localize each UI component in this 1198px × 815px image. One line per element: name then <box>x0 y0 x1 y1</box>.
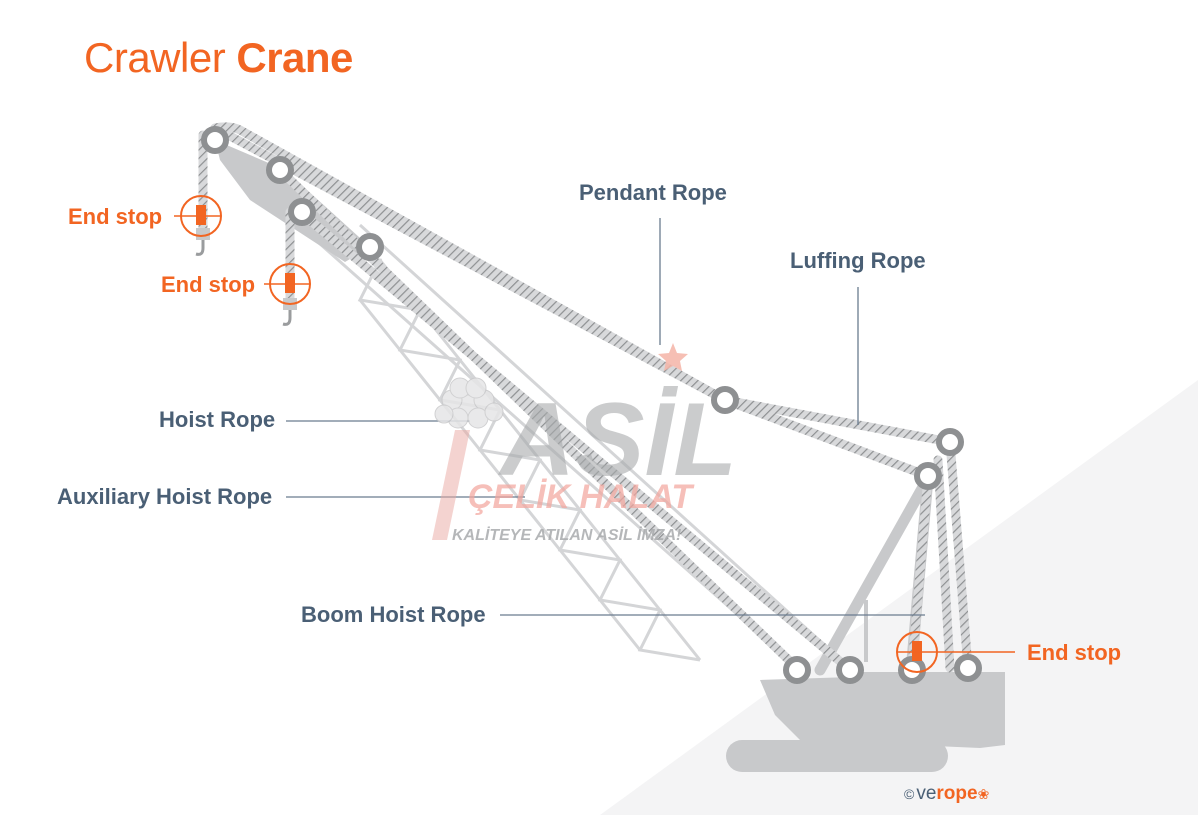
counterweight <box>850 672 1005 712</box>
auxiliary-hoist-rope-label: Auxiliary Hoist Rope <box>57 484 273 509</box>
sheave-4 <box>356 233 384 261</box>
watermark-logo: ASİL ÇELİK HALAT KALİTEYE ATILAN ASİL İM… <box>432 343 737 544</box>
credit-prefix: ve <box>916 783 937 804</box>
sheave-base-2 <box>836 656 864 684</box>
pendant-rope-label: Pendant Rope <box>579 180 727 205</box>
verope-credit: ©verope❀ <box>904 783 989 805</box>
star-icon <box>658 343 688 371</box>
end-stop-marker-2 <box>264 263 311 305</box>
sheave-base-3 <box>898 656 926 684</box>
boom-hoist-rope-path-1 <box>907 471 933 673</box>
sheave-base-4 <box>954 654 982 682</box>
watermark-stripes <box>432 430 470 540</box>
sheave-2 <box>266 156 294 184</box>
title-bold: Crane <box>236 34 353 81</box>
sheaves <box>201 126 982 684</box>
sheave-pendant <box>711 386 739 414</box>
verope-logo-icon: ❀ <box>977 786 990 802</box>
end-stop-marker-3 <box>896 631 1015 673</box>
watermark-brand: ASİL <box>497 382 737 498</box>
sheave-base-1 <box>783 656 811 684</box>
end-stop-label-3: End stop <box>1027 640 1122 665</box>
auxiliary-hoist-rope-path <box>295 207 853 673</box>
sheave-3 <box>288 198 316 226</box>
background-shade <box>600 380 1198 815</box>
hook-1 <box>195 228 210 256</box>
boom-hoist-rope-path-3 <box>933 455 955 673</box>
luffing-rope-label: Luffing Rope <box>790 248 926 273</box>
copyright-mark: © <box>904 786 915 802</box>
title-light: Crawler <box>84 34 237 81</box>
boom-hoist-rope-path-2 <box>945 437 973 673</box>
end-stop-label-1: End stop <box>68 204 163 229</box>
crawler-track <box>726 740 948 772</box>
hoist-rope-label: Hoist Rope <box>159 407 276 432</box>
sheave-mast-top <box>936 428 964 456</box>
credit-suffix: rope <box>936 783 978 804</box>
wire-strand-icon <box>434 377 504 429</box>
end-stop-marker-1 <box>174 195 222 237</box>
boom-hoist-rope-label: Boom Hoist Rope <box>301 602 486 627</box>
watermark-line1: ÇELİK HALAT <box>468 478 695 516</box>
boom-tip-plate <box>215 140 370 262</box>
page-title: Crawler Crane <box>84 34 353 82</box>
sheave-mast <box>914 462 942 490</box>
leader-lines <box>286 218 925 616</box>
end-stop-label-2: End stop <box>161 272 256 297</box>
crawler-base <box>726 672 1005 772</box>
watermark-line2: KALİTEYE ATILAN ASİL İMZA! <box>452 526 682 544</box>
hook-2 <box>282 298 297 326</box>
sheave-boom-tip <box>201 126 229 154</box>
